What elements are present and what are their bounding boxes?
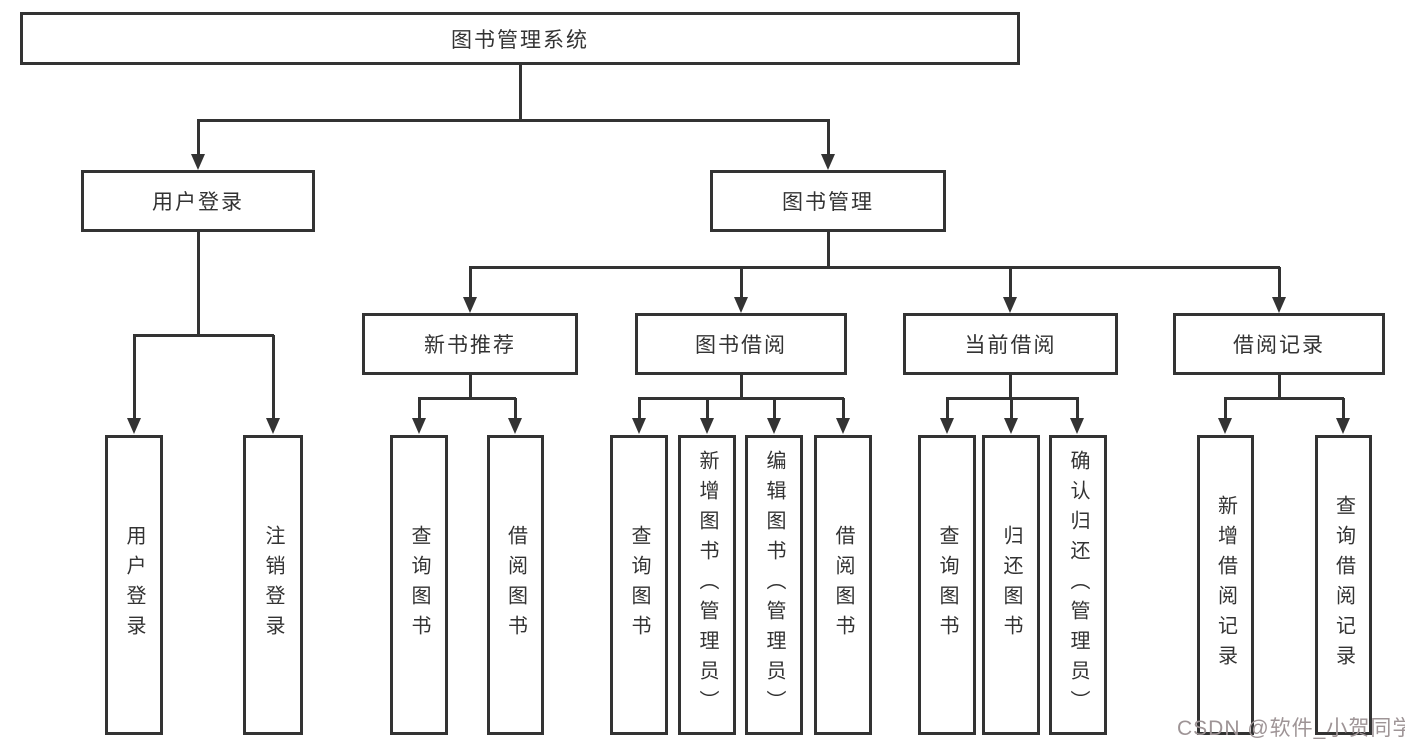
arrow-down-icon [1272,297,1286,313]
connector-line [418,398,421,419]
connector-line [469,267,472,299]
arrow-down-icon [836,418,850,434]
connector-line [773,398,776,419]
node-label: 借阅图书 [832,525,854,645]
arrow-down-icon [1070,418,1084,434]
arrow-down-icon [1218,418,1232,434]
leaf-user-login: 用户登录 [105,435,163,735]
csdn-watermark: CSDN @软件_小贺同学 [1177,717,1405,740]
connector-line [197,119,200,156]
arrow-down-icon [508,418,522,434]
node-label: 借阅图书 [504,525,527,645]
connector-line [197,119,829,122]
arrow-down-icon [632,418,646,434]
connector-line [740,267,743,299]
connector-line [1224,397,1344,400]
node-label: 查询图书 [936,525,958,645]
leaf-return-books: 归还图书 [982,435,1040,735]
connector-line [842,398,845,419]
node-label: 新增图书（管理员） [696,450,718,720]
connector-line [706,398,709,419]
node-label: 图书管理 [782,191,874,214]
node-label: 图书借阅 [695,334,787,357]
connector-line [272,335,275,419]
node-label: 新书推荐 [424,334,516,357]
node-library-management-system: 图书管理系统 [20,12,1020,65]
arrow-down-icon [821,154,835,170]
connector-line [1224,398,1227,419]
node-label: 新增借阅记录 [1214,495,1237,675]
connector-line [946,398,949,419]
node-label: 查询借阅记录 [1332,495,1355,675]
connector-line [1278,375,1281,400]
node-new-book-recommendation: 新书推荐 [362,313,578,375]
arrow-down-icon [1336,418,1350,434]
node-label: 图书管理系统 [451,28,589,52]
connector-line [197,232,200,336]
leaf-query-books-borrowing: 查询图书 [610,435,668,735]
leaf-query-borrow-record: 查询借阅记录 [1315,435,1372,735]
connector-line [638,397,844,400]
node-label: 确认归还（管理员） [1067,450,1089,720]
arrow-down-icon [1004,418,1018,434]
leaf-edit-books-admin: 编辑图书（管理员） [745,435,803,735]
leaf-logout: 注销登录 [243,435,303,735]
connector-line [827,232,830,268]
leaf-borrow-books-recommend: 借阅图书 [487,435,544,735]
arrow-down-icon [940,418,954,434]
connector-line [133,335,136,419]
connector-line [514,398,517,419]
arrow-down-icon [463,297,477,313]
arrow-down-icon [412,418,426,434]
node-book-borrowing: 图书借阅 [635,313,847,375]
leaf-query-books-current: 查询图书 [918,435,976,735]
node-book-management: 图书管理 [710,170,946,232]
arrow-down-icon [767,418,781,434]
connector-line [519,65,522,121]
node-borrowing-records: 借阅记录 [1173,313,1385,375]
leaf-borrow-books-borrowing: 借阅图书 [814,435,872,735]
connector-line [1009,267,1012,299]
node-label: 编辑图书（管理员） [763,450,785,720]
connector-line [1076,398,1079,419]
node-label: 归还图书 [1000,525,1022,645]
connector-line [740,375,743,400]
node-user-login: 用户登录 [81,170,315,232]
node-current-borrowing: 当前借阅 [903,313,1118,375]
connector-line [1010,398,1013,419]
node-label: 查询图书 [408,525,430,645]
leaf-add-borrow-record: 新增借阅记录 [1197,435,1254,735]
connector-line [418,397,516,400]
leaf-confirm-return-admin: 确认归还（管理员） [1049,435,1107,735]
connector-line [1278,267,1281,299]
arrow-down-icon [266,418,280,434]
node-label: 注销登录 [262,525,284,645]
node-label: 当前借阅 [964,334,1057,357]
arrow-down-icon [191,154,205,170]
connector-line [827,119,830,156]
connector-line [469,375,472,400]
arrow-down-icon [700,418,714,434]
connector-line [638,398,641,419]
arrow-down-icon [1003,297,1017,313]
connector-line [1009,375,1012,400]
connector-line [133,334,274,337]
arrow-down-icon [734,297,748,313]
leaf-query-books-recommend: 查询图书 [390,435,448,735]
arrow-down-icon [127,418,141,434]
leaf-add-books-admin: 新增图书（管理员） [678,435,736,735]
node-label: 用户登录 [152,191,244,214]
connector-line [1342,398,1345,419]
node-label: 查询图书 [628,525,650,645]
node-label: 借阅记录 [1233,334,1325,357]
node-label: 用户登录 [123,525,145,645]
connector-line [469,266,1280,269]
